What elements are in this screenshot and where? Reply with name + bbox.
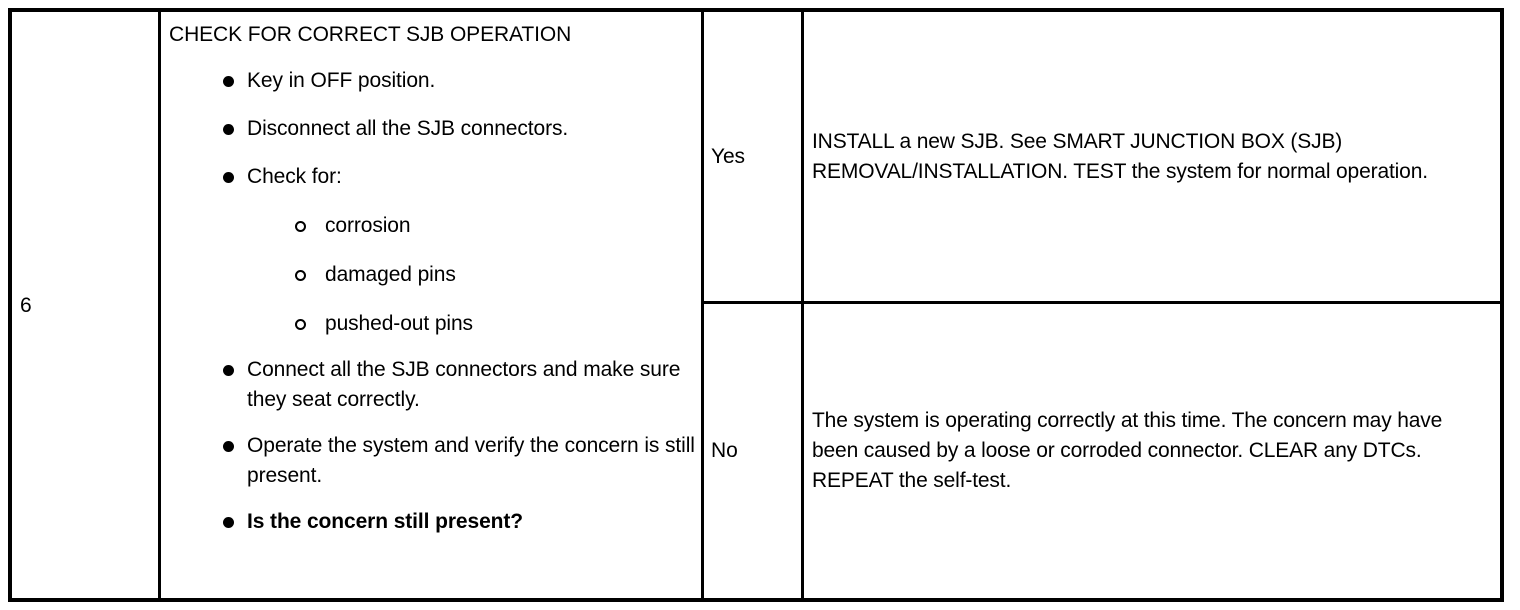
sub-list-item-label: damaged pins: [325, 263, 456, 286]
filled-bullet-icon: [223, 441, 234, 452]
result-row-yes: Yes INSTALL a new SJB. See SMART JUNCTIO…: [704, 12, 1500, 304]
sub-list-container: corrosion damaged pins pushed-out pins: [169, 211, 695, 339]
list-item-label: Disconnect all the SJB connectors.: [247, 117, 569, 140]
sub-list-item-label: pushed-out pins: [325, 312, 473, 335]
hollow-bullet-icon: [295, 270, 306, 281]
sub-list-item: damaged pins: [169, 260, 695, 290]
result-answer-label: No: [711, 439, 738, 462]
list-item: Check for:: [169, 162, 695, 192]
list-item-label: Key in OFF position.: [247, 69, 436, 92]
list-item: Disconnect all the SJB connectors.: [169, 114, 695, 144]
result-row-no: No The system is operating correctly at …: [704, 304, 1500, 598]
test-step-list: Key in OFF position. Disconnect all the …: [169, 66, 695, 537]
filled-bullet-icon: [223, 365, 234, 376]
list-item: Key in OFF position.: [169, 66, 695, 96]
result-answer-no: No: [704, 304, 804, 598]
result-action-text: The system is operating correctly at thi…: [812, 409, 1443, 492]
diagnostic-step-table: 6 CHECK FOR CORRECT SJB OPERATION Key in…: [8, 8, 1504, 602]
test-condition-cell: CHECK FOR CORRECT SJB OPERATION Key in O…: [161, 12, 704, 598]
hollow-bullet-icon: [295, 221, 306, 232]
sub-list-item: pushed-out pins: [169, 309, 695, 339]
result-action-no: The system is operating correctly at thi…: [804, 304, 1500, 598]
filled-bullet-icon: [223, 172, 234, 183]
result-answer-label: Yes: [711, 144, 745, 168]
list-item-label: Is the concern still present?: [247, 510, 524, 533]
list-item-label: Check for:: [247, 165, 342, 188]
test-check-sublist: corrosion damaged pins pushed-out pins: [169, 211, 695, 339]
sub-list-item: corrosion: [169, 211, 695, 241]
result-action-yes: INSTALL a new SJB. See SMART JUNCTION BO…: [804, 12, 1500, 301]
list-item-label: Connect all the SJB connectors and make …: [247, 358, 681, 411]
filled-bullet-icon: [223, 76, 234, 87]
result-column: Yes INSTALL a new SJB. See SMART JUNCTIO…: [704, 12, 1500, 598]
result-action-text: INSTALL a new SJB. See SMART JUNCTION BO…: [812, 129, 1428, 183]
filled-bullet-icon: [223, 124, 234, 135]
test-title: CHECK FOR CORRECT SJB OPERATION: [169, 23, 572, 46]
result-answer-yes: Yes: [704, 12, 804, 301]
list-item-label: Operate the system and verify the concer…: [247, 434, 695, 487]
list-item: Operate the system and verify the concer…: [169, 431, 695, 491]
filled-bullet-icon: [223, 517, 234, 528]
list-item-question: Is the concern still present?: [169, 507, 695, 537]
sub-list-item-label: corrosion: [325, 214, 411, 237]
step-number: 6: [20, 293, 32, 317]
list-item: Connect all the SJB connectors and make …: [169, 355, 695, 415]
hollow-bullet-icon: [295, 319, 306, 330]
step-number-cell: 6: [12, 12, 161, 598]
